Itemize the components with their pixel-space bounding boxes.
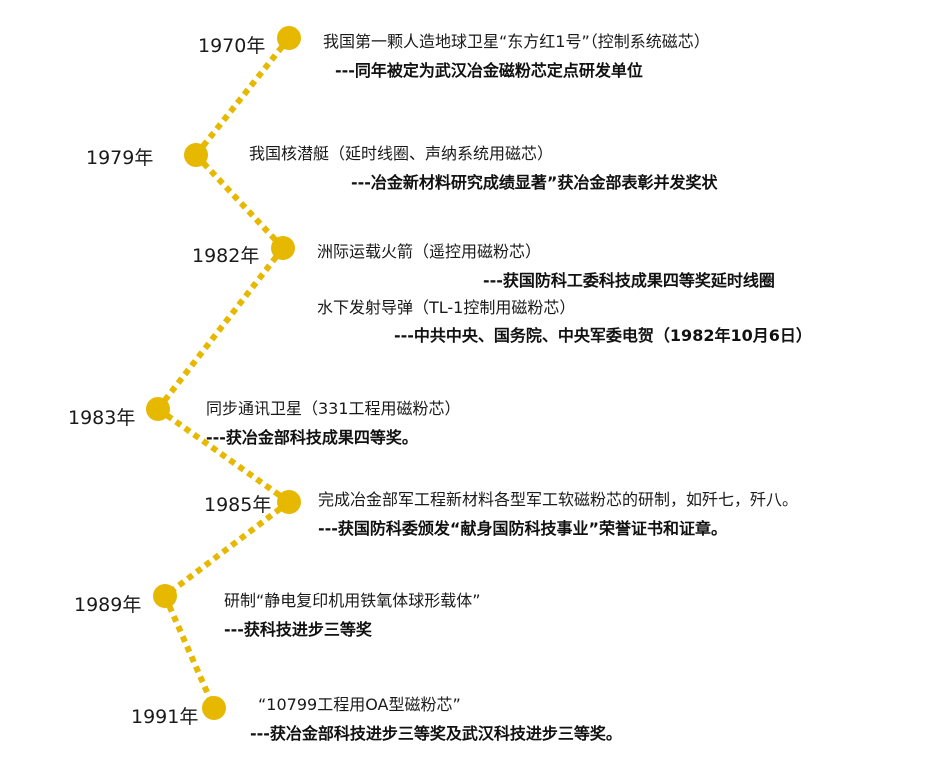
year-label-1983: 1983年 [68, 407, 136, 429]
timeline-connector [156, 406, 291, 505]
event-award-1991: ---获冶金部科技进步三等奖及武汉科技进步三等奖。 [250, 724, 622, 743]
event-award-1983: ---获冶金部科技成果四等奖。 [206, 428, 418, 447]
timeline-connector [193, 152, 286, 251]
event-award-1970: ---同年被定为武汉冶金磁粉芯定点研发单位 [335, 61, 643, 80]
timeline-nodes [146, 26, 301, 720]
year-label-1982: 1982年 [192, 245, 260, 267]
event-description-1979: 我国核潜艇（延时线圈、声纳系统用磁芯） [249, 144, 554, 163]
year-label-1970: 1970年 [198, 35, 266, 57]
timeline-connector [155, 246, 286, 411]
event-award-1985: ---获国防科委颁发“献身国防科技事业”荣誉证书和证章。 [318, 519, 727, 538]
event-description-1982-rocket: 洲际运载火箭（遥控用磁粉芯） [317, 242, 542, 261]
event-award-1979: ---冶金新材料研究成绩显著”获冶金部表彰并发奖状 [351, 173, 718, 192]
event-description-1982-missile: 水下发射导弹（TL-1控制用磁粉芯） [317, 298, 576, 317]
event-award-1989: ---获科技进步三等奖 [224, 620, 372, 639]
event-description-1985: 完成冶金部军工程新材料各型军工软磁粉芯的研制，如歼七，歼八。 [318, 490, 799, 509]
timeline-node [202, 696, 226, 720]
timeline-connector [163, 499, 291, 599]
event-description-1983: 同步通讯卫星（331工程用磁粉芯） [206, 399, 461, 418]
timeline-node [184, 143, 208, 167]
event-description-1989: 研制“静电复印机用铁氧体球形载体” [224, 591, 481, 610]
year-label-1979: 1979年 [86, 147, 154, 169]
timeline-connectors [155, 36, 292, 710]
year-label-1991: 1991年 [131, 706, 199, 728]
event-award-1982-missile: ---中共中央、国务院、中央军委电贺（1982年10月6日） [394, 326, 812, 345]
event-award-1982-rocket: ---获国防科工委科技成果四等奖延时线圈 [483, 271, 775, 290]
timeline-connector [193, 36, 292, 157]
timeline-node [277, 26, 301, 50]
timeline-node [271, 236, 295, 260]
event-description-1991: “10799工程用OA型磁粉芯” [258, 695, 461, 714]
year-label-1989: 1989年 [74, 594, 142, 616]
timeline-node [277, 490, 301, 514]
timeline-node [153, 584, 177, 608]
year-label-1985: 1985年 [204, 494, 272, 516]
timeline-node [146, 397, 170, 421]
timeline-connector [162, 594, 217, 710]
event-description-1970: 我国第一颗人造地球卫星“东方红1号”（控制系统磁芯） [323, 32, 710, 51]
